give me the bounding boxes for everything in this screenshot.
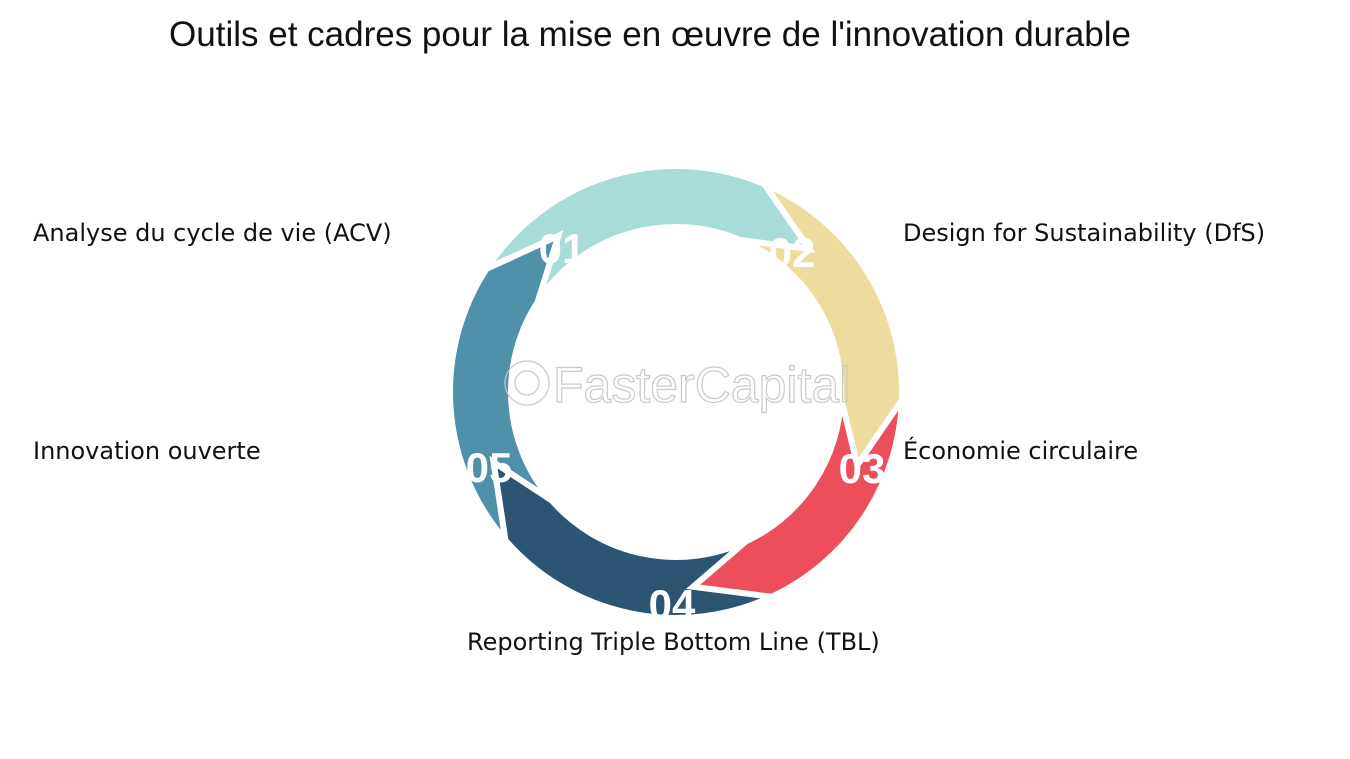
watermark-text: FasterCapital: [553, 357, 850, 413]
step-label-tbl: Reporting Triple Bottom Line (TBL): [467, 628, 880, 656]
step-numbers: 01 02 03 04 05: [466, 225, 886, 628]
page-title: Outils et cadres pour la mise en œuvre d…: [169, 15, 1131, 54]
step-number-04: 04: [649, 581, 696, 628]
step-number-02: 02: [769, 229, 816, 276]
step-label-dfs: Design for Sustainability (DfS): [903, 219, 1266, 247]
watermark: FasterCapital: [504, 356, 851, 414]
step-number-05: 05: [466, 444, 513, 491]
cycle-segments: [447, 163, 906, 621]
cycle-segment-innovation-ouverte: [447, 230, 564, 551]
step-number-03: 03: [839, 445, 886, 492]
step-label-innovation-ouverte: Innovation ouverte: [33, 437, 261, 465]
step-label-acv: Analyse du cycle de vie (ACV): [33, 219, 392, 247]
gear-icon: [504, 360, 550, 406]
step-number-01: 01: [539, 225, 586, 272]
step-label-economie-circulaire: Économie circulaire: [903, 437, 1139, 465]
